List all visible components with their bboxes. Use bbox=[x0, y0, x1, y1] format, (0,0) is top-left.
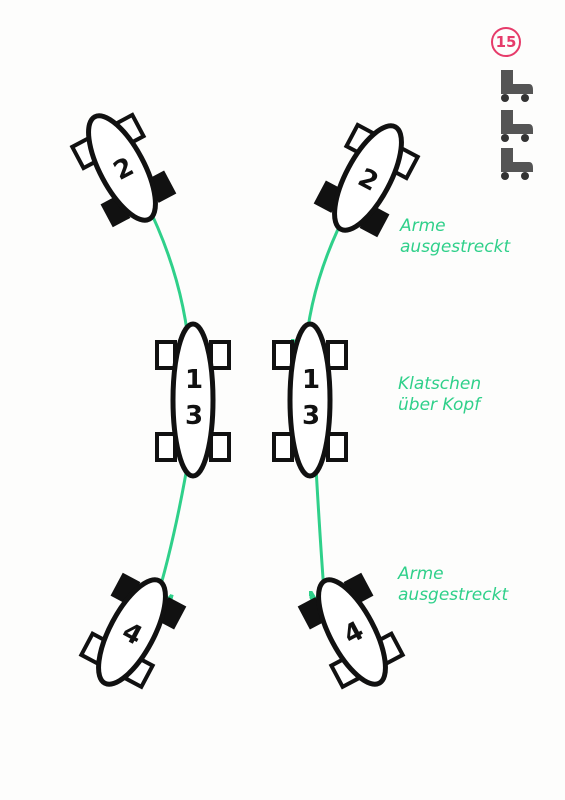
skate-left-top: 2 bbox=[69, 112, 177, 228]
skate-number: 3 bbox=[302, 401, 320, 431]
note-top: Arme ausgestreckt bbox=[400, 216, 511, 257]
roller-skate-icon bbox=[501, 70, 533, 102]
skate-right-bottom: 4 bbox=[297, 572, 406, 690]
note-bottom: Arme ausgestreckt bbox=[398, 564, 509, 605]
page-number-badge: 15 bbox=[491, 27, 521, 57]
note-middle: Klatschen über Kopf bbox=[398, 374, 482, 415]
roller-skate-icon bbox=[501, 148, 533, 180]
skate-number: 3 bbox=[185, 401, 203, 431]
skate-right-center: 1 3 bbox=[272, 321, 348, 479]
skate-right-top: 2 bbox=[313, 122, 421, 238]
skate-left-center: 1 3 bbox=[155, 321, 231, 479]
skate-number: 1 bbox=[185, 365, 203, 395]
roller-skate-icon bbox=[501, 110, 533, 142]
skate-left-bottom: 4 bbox=[78, 572, 187, 690]
skate-number: 1 bbox=[302, 365, 320, 395]
